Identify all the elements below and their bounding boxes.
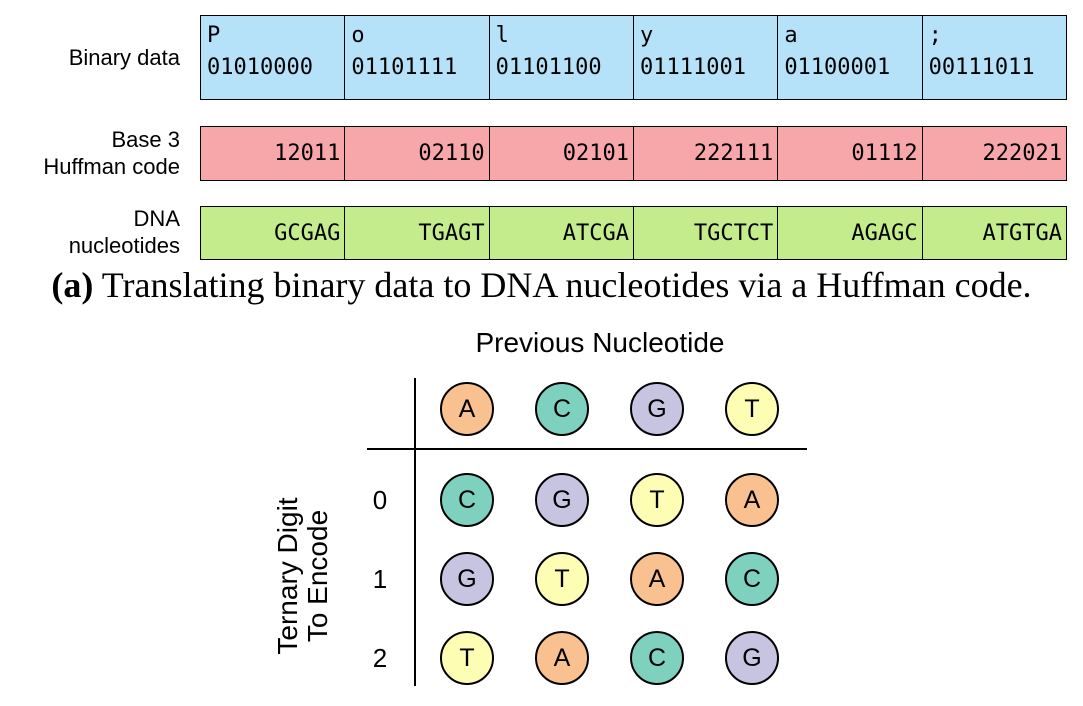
encoded-nucleotide-node: C [630,631,684,685]
huffman-cell: 02101 [488,127,633,180]
dna-cell: TGCTCT [632,207,777,259]
table-horizontal-divider [367,448,807,450]
huffman-cell: 01112 [777,127,921,180]
dna-cell: ATCGA [488,207,633,259]
binary-bits: 01010000 [207,55,313,80]
huffman-cell: 12011 [274,141,341,166]
binary-cell: y 01111001 [632,16,777,99]
side-title-line2: To Encode [302,509,333,643]
binary-data-label: Binary data [0,44,180,71]
huffman-code-strip: 12011 02110 02101 222111 01112 222021 [200,126,1067,181]
encoded-nucleotide-node: A [535,631,589,685]
caption-text: Translating binary data to DNA nucleotid… [93,265,1032,305]
binary-char: a [784,23,798,48]
binary-bits: 00111011 [928,55,1035,80]
table-title: Previous Nucleotide [475,327,725,358]
encoded-nucleotide-node: C [440,473,494,527]
encoded-nucleotide-node: G [535,473,589,527]
dna-nucleotides-strip: GCGAG TGAGT ATCGA TGCTCT AGAGC ATGTGA [200,206,1067,260]
table-vertical-divider [414,378,416,686]
ternary-digit-label: 2 [372,643,388,673]
binary-char: y [639,23,654,48]
side-title-line1: Ternary Digit [272,497,303,655]
huffman-label-line1: Base 3 [111,127,181,152]
huffman-cell: 222111 [632,127,777,180]
binary-bits: 01101100 [495,55,602,80]
encoded-nucleotide-node: A [725,473,779,527]
binary-cell: o 01101111 [344,16,488,99]
header-nucleotide-node: A [440,382,494,436]
caption-tag: (a) [51,265,94,305]
dna-nucleotides-label: DNA nucleotides [0,205,180,259]
binary-bits: 01111001 [639,55,746,80]
dna-cell: AGAGC [777,207,921,259]
figure-caption: (a) Translating binary data to DNA nucle… [0,263,1083,307]
huffman-label-line2: Huffman code [43,154,180,179]
encoded-nucleotide-node: G [725,631,779,685]
binary-cell: ; 00111011 [921,16,1066,99]
ternary-digit-label: 1 [372,564,388,594]
binary-cell: P 01010000 [201,16,344,99]
binary-cell: l 01101100 [488,16,633,99]
dna-label-line1: DNA [133,206,180,231]
ternary-digit-label: 0 [372,485,388,515]
binary-char: l [495,23,509,48]
huffman-cell: 222021 [921,127,1066,180]
encoded-nucleotide-node: C [725,552,779,606]
huffman-cell: 02110 [344,127,488,180]
encoded-nucleotide-node: T [630,473,684,527]
header-nucleotide-node: T [725,382,779,436]
huffman-code-label: Base 3 Huffman code [0,126,180,180]
header-nucleotide-node: C [535,382,589,436]
binary-char: P [207,23,221,48]
header-nucleotide-node: G [630,382,684,436]
binary-cell: a 01100001 [777,16,921,99]
encoded-nucleotide-node: T [535,552,589,606]
encoded-nucleotide-node: T [440,631,494,685]
binary-bits: 01101111 [351,55,458,80]
binary-data-label-text: Binary data [68,45,180,70]
dna-cell: TGAGT [344,207,488,259]
dna-cell: GCGAG [274,220,341,246]
binary-char: ; [928,23,942,48]
encoded-nucleotide-node: G [440,552,494,606]
encoded-nucleotide-node: A [630,552,684,606]
binary-char: o [351,23,365,48]
dna-cell: ATGTGA [921,207,1066,259]
dna-label-line2: nucleotides [68,233,180,258]
binary-bits: 01100001 [784,55,891,80]
